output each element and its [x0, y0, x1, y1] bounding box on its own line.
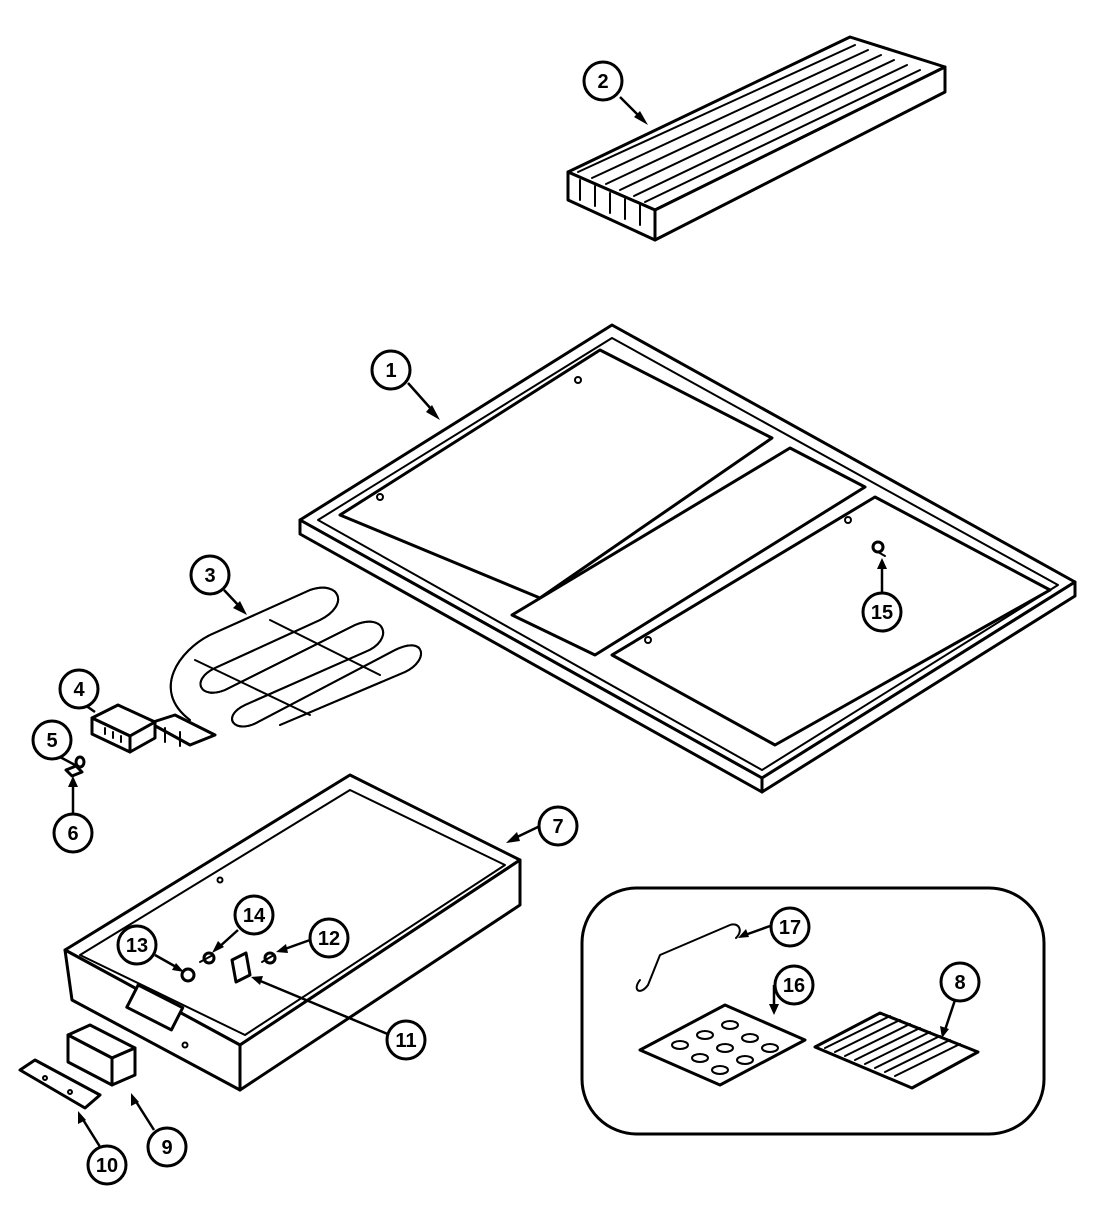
callout-3: 3: [189, 554, 231, 596]
callout-2: 2: [582, 60, 624, 102]
callout-6: 6: [52, 812, 94, 854]
callout-16: 16: [773, 964, 815, 1006]
accessory-group: [580, 886, 1046, 1136]
callout-9: 9: [146, 1126, 188, 1168]
screw-part-15: [871, 540, 886, 557]
cooktop-frame-part: [298, 323, 1077, 794]
callout-label-13: 13: [126, 935, 148, 957]
drip-pan-part: [63, 773, 522, 1092]
callout-1: 1: [370, 349, 412, 391]
mount-bracket-part: [18, 1058, 102, 1110]
screw-part-12: [261, 951, 277, 965]
callout-13: 13: [116, 924, 158, 966]
callout-7: 7: [537, 805, 579, 847]
grille-part: [566, 35, 947, 242]
callout-15: 15: [861, 591, 903, 633]
small-screw-part: [74, 755, 86, 769]
terminal-block-part: [90, 703, 157, 754]
junction-box-part: [66, 1023, 137, 1087]
heating-element-part: [148, 586, 422, 747]
callout-label-12: 12: [318, 928, 340, 950]
callout-label-11: 11: [395, 1030, 416, 1052]
callout-8: 8: [939, 961, 981, 1003]
callout-label-4: 4: [73, 679, 85, 701]
callout-12: 12: [308, 917, 350, 959]
callout-11: 11: [385, 1019, 427, 1061]
callout-5: 5: [31, 719, 73, 761]
callout-label-9: 9: [161, 1137, 172, 1159]
nut-part-13: [180, 967, 196, 983]
bracket-part-11: [230, 951, 252, 984]
grill-plate-part: [638, 1003, 807, 1087]
callout-label-16: 16: [783, 975, 805, 997]
callout-label-8: 8: [954, 972, 965, 994]
callout-label-5: 5: [46, 730, 57, 752]
callout-17: 17: [769, 906, 811, 948]
callout-label-6: 6: [67, 823, 78, 845]
grate-part: [813, 1011, 980, 1090]
callout-label-7: 7: [552, 816, 563, 838]
clip-part: [64, 764, 84, 778]
callout-label-2: 2: [597, 71, 608, 93]
callout-4: 4: [58, 668, 100, 710]
callout-label-15: 15: [871, 602, 893, 624]
callout-label-3: 3: [204, 565, 215, 587]
callout-label-1: 1: [385, 360, 396, 382]
callout-label-17: 17: [779, 917, 801, 939]
callout-label-14: 14: [243, 905, 266, 927]
screw-part-14: [199, 951, 216, 965]
leader-lines: [59, 96, 957, 1151]
callout-10: 10: [86, 1144, 128, 1186]
callout-14: 14: [233, 894, 275, 936]
callout-label-10: 10: [96, 1155, 118, 1177]
